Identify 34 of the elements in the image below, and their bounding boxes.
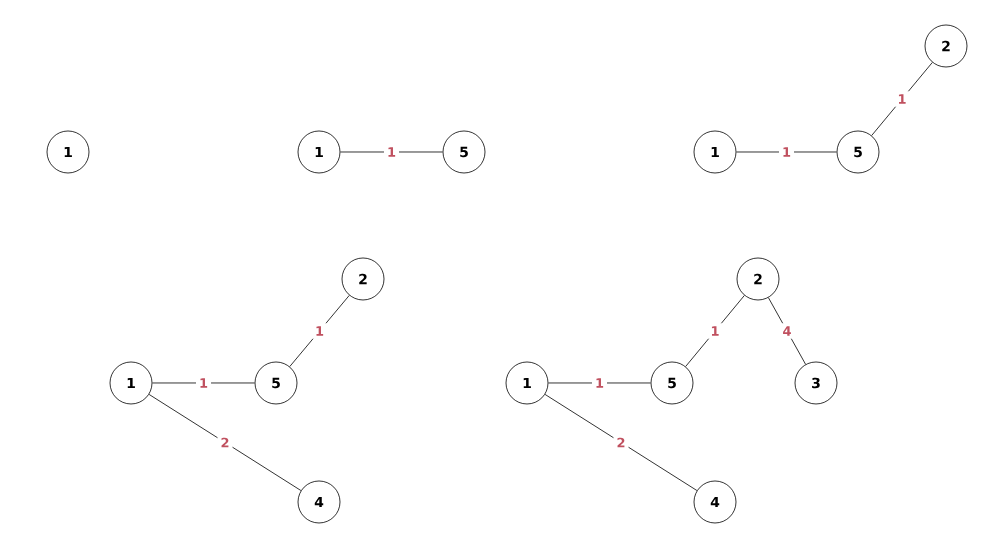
graph-node: 5 xyxy=(254,361,298,405)
graph-node: 5 xyxy=(442,130,486,174)
edge-label: 2 xyxy=(613,434,629,451)
edge-line xyxy=(152,382,255,384)
edge-line xyxy=(548,382,651,384)
graph-node: 5 xyxy=(836,130,880,174)
graph-node: 1 xyxy=(505,361,549,405)
graph-node: 2 xyxy=(924,24,968,68)
edge-line xyxy=(736,151,837,153)
edge-line xyxy=(544,394,698,491)
graph-node: 5 xyxy=(650,361,694,405)
edge-label: 1 xyxy=(592,375,608,391)
edge-label: 1 xyxy=(707,323,723,339)
edge-label: 1 xyxy=(384,144,400,160)
edge-label: 1 xyxy=(312,323,328,339)
graph-node: 4 xyxy=(693,480,737,524)
edge-label: 1 xyxy=(196,375,212,391)
graph-node: 1 xyxy=(46,130,90,174)
edge-label: 1 xyxy=(894,91,910,107)
edge-line xyxy=(289,295,350,367)
graph-node: 1 xyxy=(297,130,341,174)
edge-line xyxy=(685,295,745,367)
edge-label: 2 xyxy=(217,434,233,451)
graph-node: 1 xyxy=(109,361,153,405)
graph-node: 2 xyxy=(736,257,780,301)
graph-node: 1 xyxy=(693,130,737,174)
edge-line xyxy=(871,62,933,136)
edge-line xyxy=(340,151,443,153)
graph-node: 3 xyxy=(794,361,838,405)
edge-label: 4 xyxy=(779,323,795,339)
edge-line xyxy=(148,394,302,491)
graph-node: 4 xyxy=(297,480,341,524)
edge-label: 1 xyxy=(779,144,795,160)
graph-node: 2 xyxy=(341,257,385,301)
